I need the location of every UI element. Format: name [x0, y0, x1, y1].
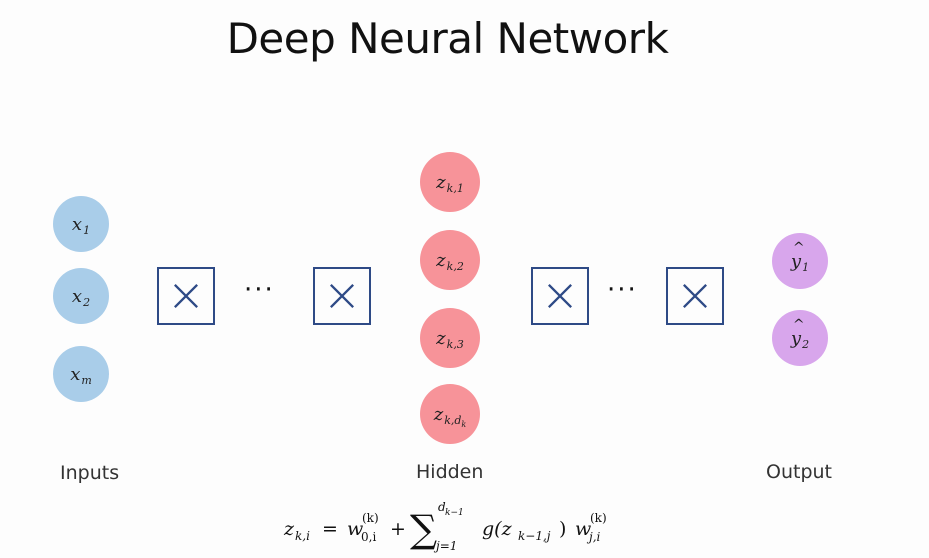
node-sub: k,dk: [444, 413, 467, 429]
label-output: Output: [766, 461, 832, 483]
ellipsis-right: ···: [607, 275, 638, 305]
eq-w0-sup: (k): [362, 511, 379, 525]
node-sub2: k: [461, 419, 467, 429]
node-sub: 2: [83, 295, 91, 309]
eq-w: w: [575, 518, 591, 540]
node-sub-text: k,d: [444, 413, 462, 427]
cross-box-icon: [531, 267, 589, 325]
label-hidden: Hidden: [416, 461, 484, 483]
label-inputs: Inputs: [60, 462, 120, 484]
node-var: z: [436, 327, 446, 349]
cross-box-icon: [313, 267, 371, 325]
eq-g-sub: k−1,j: [518, 529, 551, 543]
eq-lhs-sub: k,i: [295, 529, 310, 543]
node-var: x: [70, 363, 81, 385]
node-sub: k,2: [446, 259, 464, 273]
output-node-y2: y2: [772, 310, 828, 366]
eq-g: g(z: [482, 518, 513, 540]
node-var: y: [791, 240, 805, 272]
node-var: z: [436, 171, 446, 193]
node-sub: m: [81, 373, 92, 387]
eq-w-sup: (k): [590, 511, 607, 525]
output-node-y1: y1: [772, 233, 828, 289]
node-sub: k,1: [446, 181, 464, 195]
update-equation: z k,i = w 0,i (k) + ∑ d k−1 j=1 g(z k−1,…: [283, 498, 644, 554]
node-var: y: [791, 317, 805, 349]
cross-box-icon: [157, 267, 215, 325]
node-sub: 1: [83, 223, 91, 237]
diagram-title: Deep Neural Network: [226, 14, 669, 63]
eq-sum-upper: d: [438, 500, 446, 514]
eq-sum-lower: j=1: [433, 539, 457, 553]
eq-equals: =: [322, 518, 338, 540]
eq-lhs: z: [283, 518, 295, 540]
node-sub: 2: [802, 337, 810, 351]
eq-w0-sub: 0,i: [361, 530, 376, 544]
eq-sum-upper-sub: k−1: [445, 508, 464, 518]
eq-g-close: ): [559, 518, 566, 540]
ellipsis-left: ···: [244, 275, 275, 305]
node-var: x: [71, 213, 83, 235]
eq-plus: +: [390, 518, 406, 540]
cross-box-icon: [666, 267, 724, 325]
node-var: x: [71, 285, 83, 307]
node-sub: k,3: [446, 337, 464, 351]
node-var: z: [436, 249, 446, 271]
node-var: z: [433, 403, 444, 425]
eq-w-sub: j,i: [586, 530, 601, 544]
node-sub: 1: [802, 260, 810, 274]
eq-w0: w: [347, 518, 363, 540]
sum-icon: ∑: [410, 507, 437, 551]
